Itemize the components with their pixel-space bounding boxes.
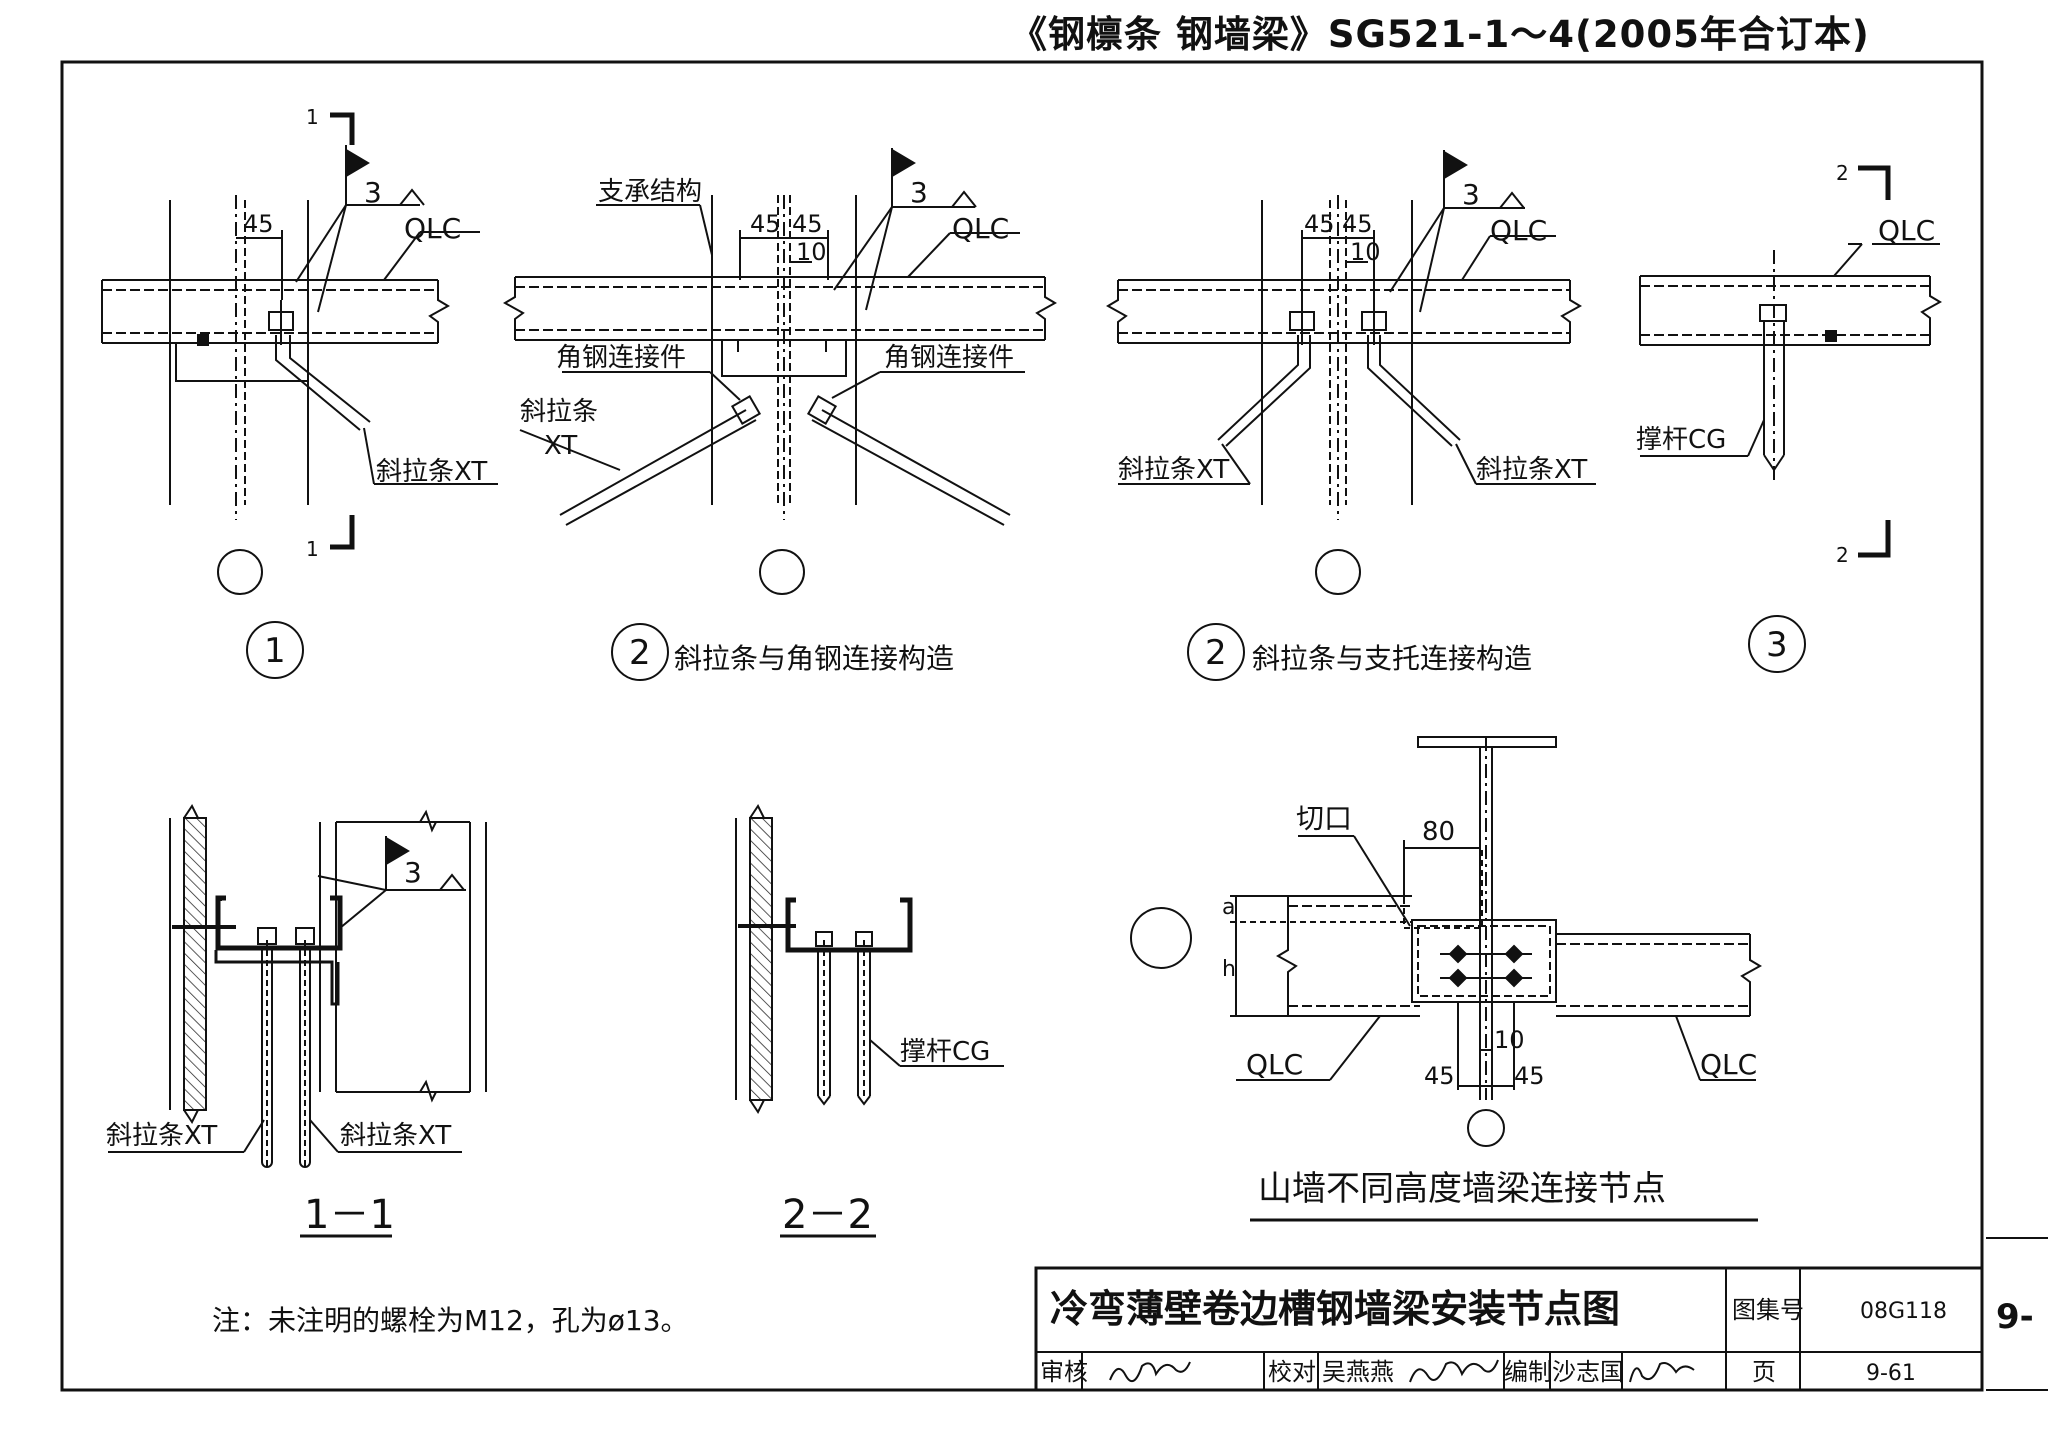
atlas-label: 图集号 bbox=[1732, 1296, 1804, 1324]
d2b-dim-right: 45 bbox=[1342, 210, 1373, 238]
check-label: 校对 bbox=[1268, 1358, 1316, 1386]
d3-beam-label: QLC bbox=[1878, 214, 1935, 247]
d2b-weld-size: 3 bbox=[1462, 178, 1480, 211]
gable-joint bbox=[1130, 736, 1762, 1222]
drafter-name: 沙志国 bbox=[1552, 1358, 1624, 1386]
checker-name: 吴燕燕 bbox=[1322, 1358, 1394, 1386]
d2a-support-label: 支承结构 bbox=[598, 177, 702, 207]
drafter-signature bbox=[1629, 1362, 1695, 1383]
draw-label: 编制 bbox=[1504, 1358, 1552, 1386]
gj-dim-right: 45 bbox=[1514, 1062, 1545, 1090]
d2a-dim-right: 45 bbox=[792, 210, 823, 238]
page-label: 页 bbox=[1752, 1358, 1776, 1386]
section-mark-1-top: 1 bbox=[306, 105, 319, 129]
d2a-angle-left: 角钢连接件 bbox=[556, 343, 686, 373]
d2a-dim-gap: 10 bbox=[796, 238, 827, 266]
s22-title: 2－2 bbox=[782, 1192, 873, 1238]
gj-dim-left: 45 bbox=[1424, 1062, 1455, 1090]
gj-dim-h: h bbox=[1222, 957, 1236, 982]
d1-dim-45: 45 bbox=[243, 210, 274, 238]
reviewer-signature bbox=[1109, 1361, 1191, 1383]
note-text: 注：未注明的螺栓为M12，孔为ø13。 bbox=[212, 1304, 689, 1337]
section-2-2 bbox=[735, 804, 1004, 1238]
title-block bbox=[1034, 1266, 1984, 1392]
d3-strut-label: 撑杆CG bbox=[1636, 425, 1726, 455]
d2b-dim-gap: 10 bbox=[1350, 238, 1381, 266]
d1-beam-label: QLC bbox=[404, 212, 461, 245]
d2b-caption: 斜拉条与支托连接构造 bbox=[1252, 642, 1532, 675]
s11-rod-left: 斜拉条XT bbox=[106, 1121, 217, 1151]
d2a-dim-left: 45 bbox=[750, 210, 781, 238]
d2b-circle-label: 2 bbox=[1205, 633, 1227, 673]
detail-2a bbox=[503, 148, 1057, 681]
edge-page: 9- bbox=[1996, 1297, 2034, 1337]
d3-circle-label: 3 bbox=[1766, 625, 1788, 665]
d2b-beam-label: QLC bbox=[1490, 214, 1547, 247]
section-mark-1-bottom: 1 bbox=[306, 537, 319, 561]
detail-3 bbox=[1639, 165, 1942, 673]
drawing-frame bbox=[60, 60, 1984, 1392]
s11-title: 1－1 bbox=[304, 1192, 395, 1238]
gj-beam-right: QLC bbox=[1700, 1048, 1757, 1081]
d2a-caption: 斜拉条与角钢连接构造 bbox=[674, 642, 954, 675]
section-mark-2-top: 2 bbox=[1836, 161, 1849, 185]
d1-weld-size: 3 bbox=[364, 176, 382, 209]
d2a-weld-size: 3 bbox=[910, 176, 928, 209]
review-label: 审核 bbox=[1040, 1358, 1088, 1386]
drawing-title: 冷弯薄壁卷边槽钢墙梁安装节点图 bbox=[1050, 1287, 1620, 1331]
checker-signature bbox=[1409, 1359, 1499, 1383]
d2a-rod-label-2: XT bbox=[544, 431, 577, 461]
d1-rod-label: 斜拉条XT bbox=[376, 457, 487, 487]
detail-2b bbox=[1106, 150, 1596, 681]
book-title: 《钢檩条 钢墙梁》SG521-1～4(2005年合订本) bbox=[1010, 13, 1870, 56]
d2a-beam-label: QLC bbox=[952, 212, 1009, 245]
gj-dim-a: a bbox=[1222, 895, 1235, 920]
section-mark-2-bottom: 2 bbox=[1836, 543, 1849, 567]
gj-dim-80: 80 bbox=[1422, 817, 1455, 847]
d2b-rod-left: 斜拉条XT bbox=[1118, 455, 1229, 485]
gj-title: 山墙不同高度墙梁连接节点 bbox=[1258, 1169, 1666, 1209]
d2a-rod-label-1: 斜拉条 bbox=[520, 397, 598, 427]
s11-weld-size: 3 bbox=[404, 856, 422, 889]
atlas-no: 08G118 bbox=[1860, 1299, 1947, 1324]
s22-strut-label: 撑杆CG bbox=[900, 1037, 990, 1067]
detail-1 bbox=[101, 112, 498, 679]
page-no: 9-61 bbox=[1866, 1361, 1916, 1386]
gj-beam-left: QLC bbox=[1246, 1048, 1303, 1081]
section-1-1 bbox=[108, 804, 487, 1238]
d2b-rod-right: 斜拉条XT bbox=[1476, 455, 1587, 485]
s11-rod-right: 斜拉条XT bbox=[340, 1121, 451, 1151]
d2a-angle-right: 角钢连接件 bbox=[884, 343, 1014, 373]
d2a-circle-label: 2 bbox=[629, 633, 651, 673]
gj-cut-label: 切口 bbox=[1296, 802, 1352, 835]
gj-dim-gap: 10 bbox=[1494, 1026, 1525, 1054]
d2b-dim-left: 45 bbox=[1304, 210, 1335, 238]
d1-circle-label: 1 bbox=[264, 631, 286, 671]
